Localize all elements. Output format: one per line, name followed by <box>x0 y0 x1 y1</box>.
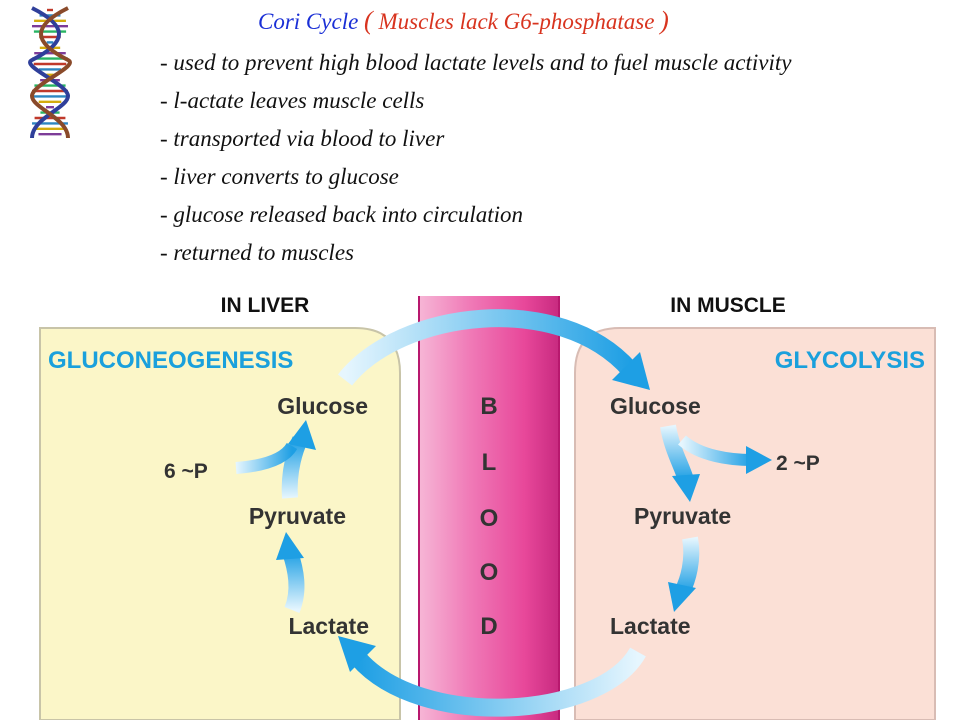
glucose-to-pyruvate-arrow <box>660 424 772 502</box>
muscle-lactate: Lactate <box>610 613 691 639</box>
liver-pyruvate: Pyruvate <box>249 503 346 529</box>
bullet-item: - used to prevent high blood lactate lev… <box>160 50 792 75</box>
glucose-transport-arrow <box>337 309 650 390</box>
blood-letter: L <box>482 449 497 476</box>
bullet-item: - liver converts to glucose <box>160 164 399 189</box>
title-main: Cori Cycle <box>258 9 359 34</box>
blood-letter: D <box>480 613 497 640</box>
liver-energy: 6 ~P <box>164 460 208 483</box>
title-close-paren: ) <box>660 6 669 35</box>
blood-letter: B <box>480 393 497 420</box>
bullet-item: - transported via blood to liver <box>160 126 445 151</box>
cori-cycle-diagram: IN LIVER IN MUSCLE GLUCONEOGENESIS GLYCO… <box>39 294 936 720</box>
liver-process-label: GLUCONEOGENESIS <box>48 347 293 374</box>
blood-letter: O <box>480 505 499 532</box>
slide-title: Cori Cycle ( Muscles lack G6-phosphatase… <box>258 6 669 36</box>
blood-letter: O <box>480 559 499 586</box>
lactate-transport-arrow <box>338 636 646 717</box>
pyruvate-to-glucose-arrow <box>235 420 316 499</box>
bullet-item: - l-actate leaves muscle cells <box>160 88 425 113</box>
pyruvate-to-lactate-arrow <box>668 536 700 612</box>
liver-lactate: Lactate <box>288 613 369 639</box>
muscle-glucose: Glucose <box>610 393 701 419</box>
muscle-process-label: GLYCOLYSIS <box>775 347 925 374</box>
muscle-pyruvate: Pyruvate <box>634 503 731 529</box>
muscle-header: IN MUSCLE <box>670 294 786 317</box>
bullet-list: - used to prevent high blood lactate lev… <box>160 46 791 274</box>
lactate-to-pyruvate-arrow <box>276 532 305 613</box>
title-note: Muscles lack G6-phosphatase <box>378 9 655 34</box>
muscle-energy: 2 ~P <box>776 452 820 475</box>
liver-glucose: Glucose <box>277 393 368 419</box>
dna-helix-icon <box>28 6 72 139</box>
blood-vessel <box>419 296 559 720</box>
liver-header: IN LIVER <box>221 294 310 317</box>
title-open-paren: ( <box>364 6 373 35</box>
bullet-item: - glucose released back into circulation <box>160 202 524 227</box>
liver-panel <box>39 327 401 720</box>
bullet-item: - returned to muscles <box>160 240 354 265</box>
